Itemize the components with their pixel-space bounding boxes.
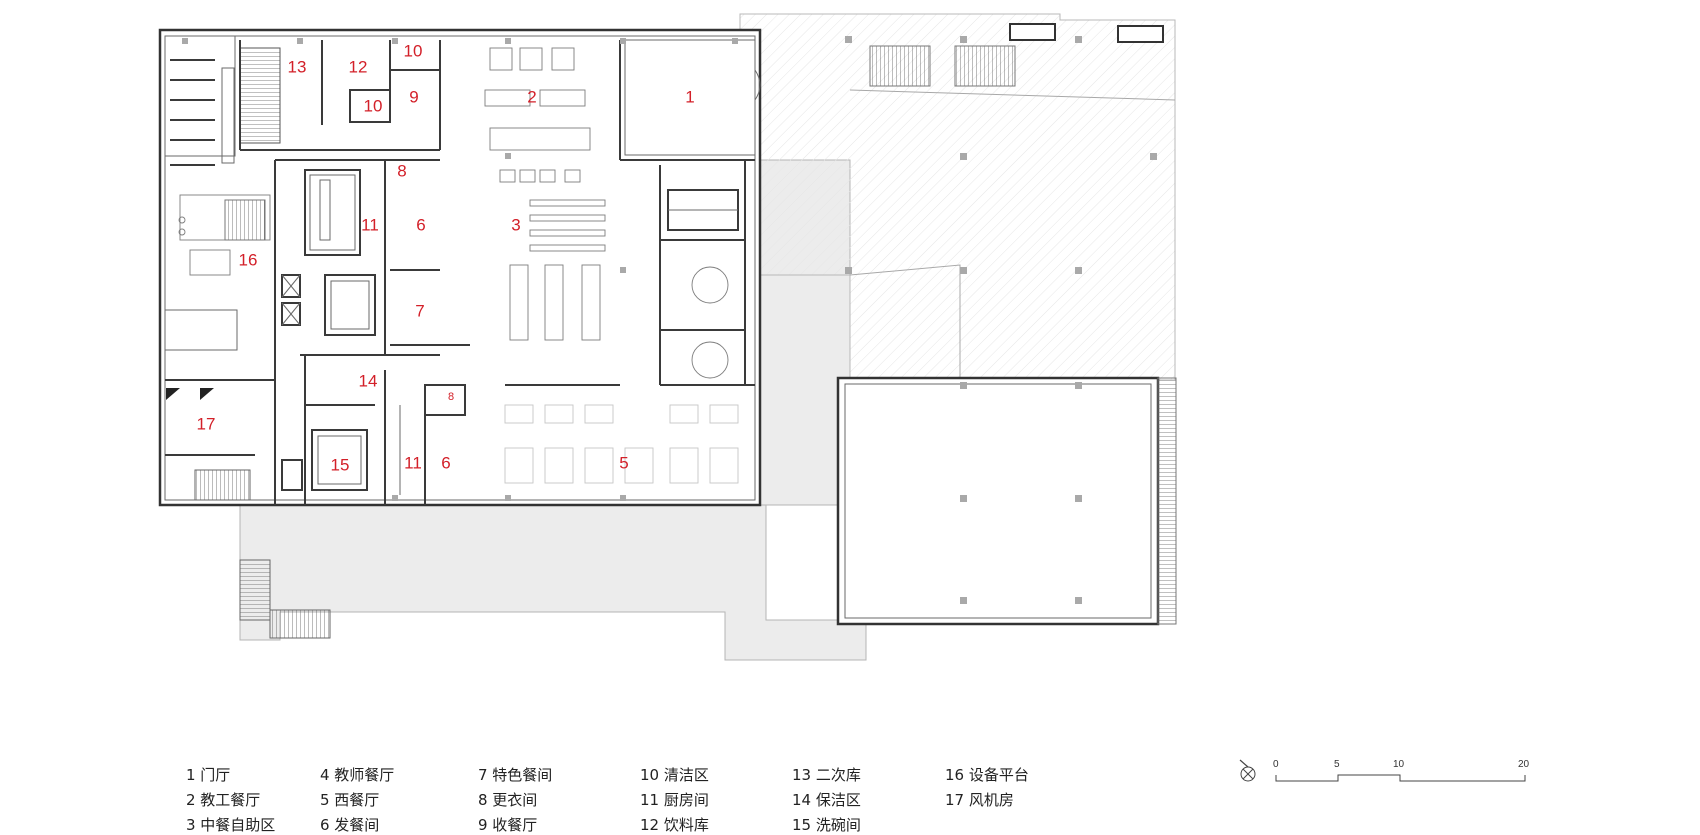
room-label-10-upper: 10 bbox=[404, 41, 423, 60]
room-label-17: 17 bbox=[197, 414, 216, 433]
room-label-3: 3 bbox=[511, 215, 520, 234]
legend-item: 3 中餐自助区 bbox=[186, 816, 276, 834]
legend-item: 1 门厅 bbox=[186, 766, 231, 784]
legend-item: 8 更衣间 bbox=[478, 791, 538, 809]
scale-bar: 0 5 10 20 bbox=[1273, 759, 1530, 782]
main-building bbox=[158, 28, 762, 507]
room-label-1: 1 bbox=[685, 87, 694, 106]
legend-item: 4 教师餐厅 bbox=[320, 766, 395, 784]
legend-item: 17 风机房 bbox=[945, 791, 1014, 809]
room-label-10-lower: 10 bbox=[364, 96, 383, 115]
north-arrow-icon bbox=[1239, 759, 1256, 782]
legend-item: 5 西餐厅 bbox=[320, 791, 380, 809]
room-label-8-lower: 8 bbox=[448, 391, 454, 403]
legend-item: 10 清洁区 bbox=[640, 766, 709, 784]
legend-item: 15 洗碗间 bbox=[792, 816, 861, 834]
legend-item: 2 教工餐厅 bbox=[186, 791, 261, 809]
room-label-13: 13 bbox=[288, 57, 307, 76]
legend-item: 14 保洁区 bbox=[792, 791, 861, 809]
legend-item: 16 设备平台 bbox=[945, 766, 1029, 784]
roof-hatched-area bbox=[739, 13, 1176, 431]
room-label-11-lower: 11 bbox=[404, 453, 422, 472]
room-label-2: 2 bbox=[527, 87, 536, 106]
room-label-5: 5 bbox=[619, 453, 628, 472]
scale-tick-10: 10 bbox=[1393, 759, 1405, 770]
room-label-16: 16 bbox=[239, 250, 258, 269]
room-label-11-upper: 11 bbox=[361, 215, 379, 234]
room-label-15: 15 bbox=[331, 455, 350, 474]
legend-item: 7 特色餐间 bbox=[478, 766, 553, 784]
lower-right-hall bbox=[836, 376, 1177, 626]
scale-tick-5: 5 bbox=[1334, 759, 1340, 770]
scale-tick-20: 20 bbox=[1518, 759, 1530, 770]
room-label-7: 7 bbox=[415, 301, 424, 320]
legend-item: 6 发餐间 bbox=[320, 816, 380, 834]
room-labels: 1 2 3 5 6 6 7 8 8 9 10 10 11 11 12 13 14… bbox=[197, 41, 695, 474]
legend-item: 9 收餐厅 bbox=[478, 816, 538, 834]
room-label-6-lower: 6 bbox=[441, 453, 450, 472]
scale-tick-0: 0 bbox=[1273, 759, 1279, 770]
legend-item: 12 饮料库 bbox=[640, 816, 709, 834]
room-label-8-upper: 8 bbox=[397, 161, 406, 180]
room-label-9: 9 bbox=[409, 87, 418, 106]
structural-columns bbox=[182, 36, 1157, 604]
legend-item: 11 厨房间 bbox=[640, 791, 709, 809]
legend-item: 13 二次库 bbox=[792, 766, 861, 784]
room-label-6-upper: 6 bbox=[416, 215, 425, 234]
room-label-12: 12 bbox=[349, 57, 368, 76]
room-label-14: 14 bbox=[359, 371, 378, 390]
